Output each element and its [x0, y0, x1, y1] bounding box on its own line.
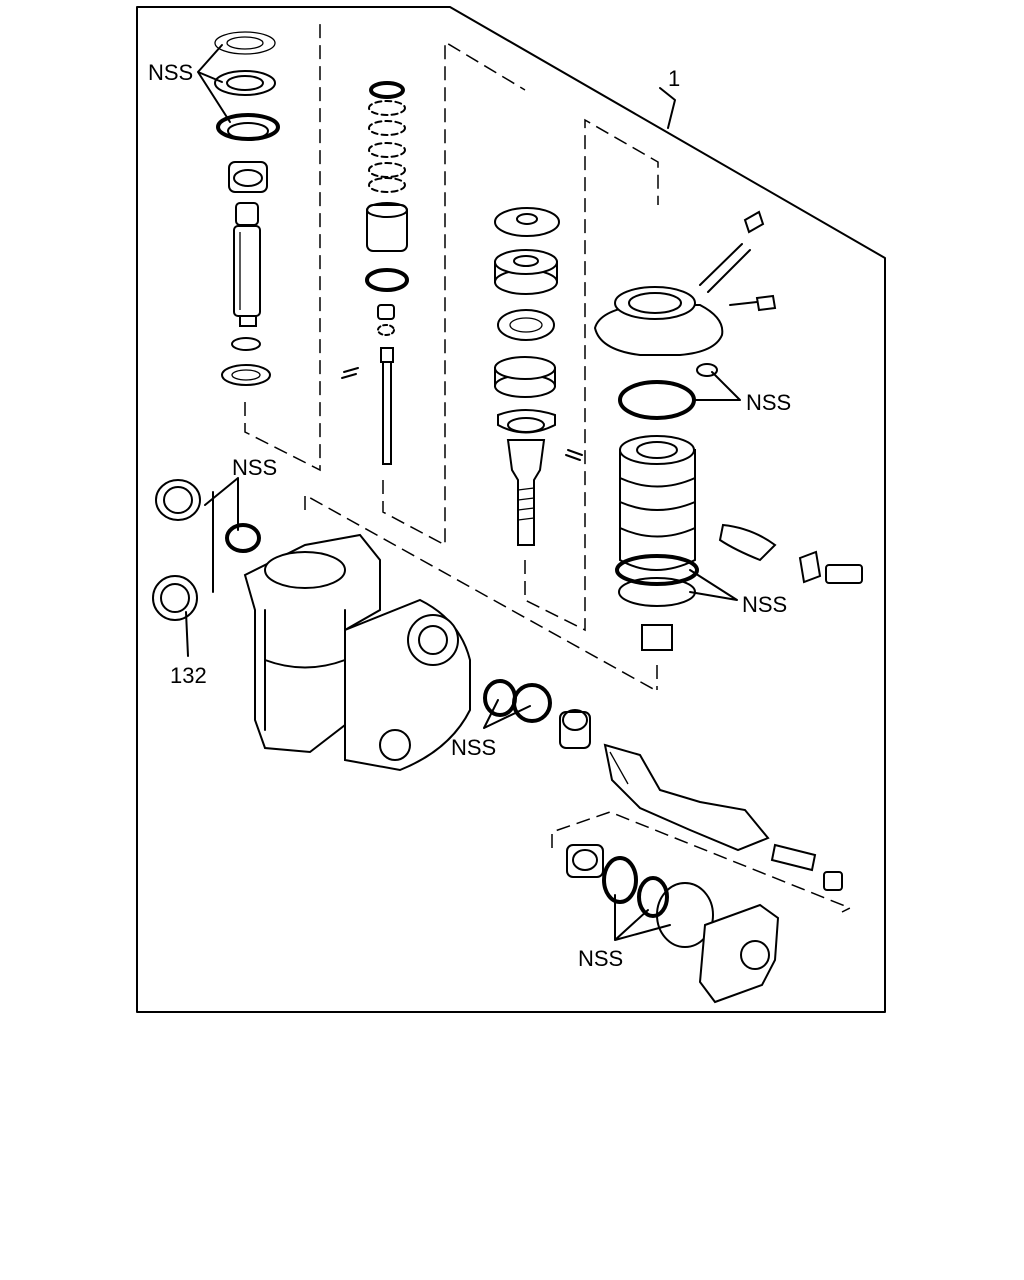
bracket-dashed-6 — [551, 811, 852, 913]
bracket-dashed-1 — [244, 20, 321, 472]
bracket-dashed-2 — [382, 40, 526, 547]
label-assembly-1: 1 — [668, 66, 680, 91]
sector-shaft-stack — [214, 31, 280, 386]
gear-housing — [243, 533, 471, 772]
worm-seals — [483, 679, 770, 852]
valve-housing-stack — [593, 210, 863, 651]
label-nss-mid-left: NSS — [232, 455, 277, 480]
input-shaft-stack — [494, 207, 583, 546]
label-nss-center: NSS — [451, 735, 496, 760]
label-nss-upper-right: NSS — [746, 390, 791, 415]
label-nss-bottom: NSS — [578, 946, 623, 971]
bracket-dashed-3 — [524, 118, 659, 632]
lower-cover-assembly — [566, 843, 843, 1004]
label-nss-mid-right: NSS — [742, 592, 787, 617]
side-seals-left — [152, 479, 261, 621]
spool-parts-stack — [341, 81, 409, 465]
bracket-dashed-5 — [304, 493, 656, 691]
label-part-132: 132 — [170, 663, 207, 688]
leader-lines — [185, 44, 741, 941]
diagram-frame — [136, 6, 886, 1013]
label-nss-top-left: NSS — [148, 60, 193, 85]
